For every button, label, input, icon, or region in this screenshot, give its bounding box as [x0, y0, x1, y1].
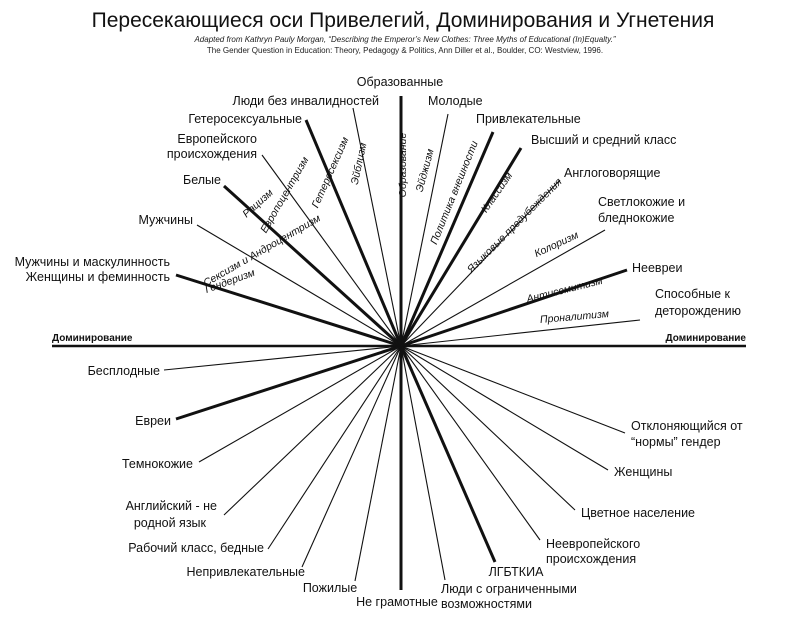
axis-6-oppressed-spoke — [400, 345, 446, 581]
axis-11-oppressed-label: родной язык — [134, 516, 207, 530]
axis-10-oppressed-label: Рабочий класс, бедные — [128, 541, 264, 555]
axis-8-oppressed-spoke — [354, 345, 402, 582]
axis-3-oppressed-label: Цветное население — [581, 506, 695, 520]
axis-13-axis-label: Антисемитизм — [524, 275, 603, 306]
axis-10-axis-label: Классизм — [479, 170, 515, 215]
axis-2-oppressed-label: Женщины — [614, 465, 672, 479]
axis-4-oppressed-spoke — [400, 345, 541, 541]
axis-6-oppressed-label: Люди с ограниченными — [441, 582, 577, 596]
axis-9-oppressed-label: Непривлекательные — [187, 565, 306, 579]
axis-13-oppressed-label: Евреи — [135, 414, 171, 428]
axis-8-privileged-spoke — [400, 113, 449, 347]
axis-12-privileged-label: Светлокожие и — [598, 195, 685, 209]
domination-label-left: Доминирование — [52, 333, 133, 344]
subtitle-citation-2: The Gender Question in Education: Theory… — [207, 46, 603, 55]
axis-1-oppressed-label: “нормы” гендер — [631, 435, 721, 449]
axis-14-privileged-spoke — [400, 319, 641, 347]
domination-label-right: Доминирование — [666, 333, 747, 344]
axis-9-privileged-label: Привлекательные — [476, 112, 581, 126]
axis-1-privileged-label: Мужчины и маскулинность — [15, 255, 170, 269]
axis-13-privileged-spoke — [400, 268, 628, 348]
axis-4-oppressed-label: Неевропейского — [546, 537, 640, 551]
axis-14-privileged-label: деторождению — [655, 304, 741, 318]
axis-14-oppressed-spoke — [163, 345, 402, 371]
axis-10-privileged-spoke — [399, 147, 523, 347]
axis-1-oppressed-spoke — [400, 345, 626, 434]
axis-3-privileged-label: Белые — [183, 173, 221, 187]
axis-4-privileged-label: Европейского — [177, 132, 257, 146]
axis-9-oppressed-spoke — [301, 345, 402, 568]
axis-9-privileged-spoke — [399, 131, 495, 347]
axis-11-oppressed-label: Английский - не — [126, 499, 217, 513]
axis-4-oppressed-label: происхождения — [546, 552, 636, 566]
axis-3-privileged-spoke — [222, 184, 403, 348]
axis-4-privileged-spoke — [261, 154, 402, 347]
axis-14-axis-label: Проналитизм — [540, 308, 610, 326]
spokes-group — [163, 96, 641, 590]
axis-6-axis-label: Эйблизм — [349, 142, 370, 186]
axis-13-privileged-label: Неевреи — [632, 261, 682, 275]
axis-2-privileged-label: Мужчины — [138, 213, 193, 227]
axis-2-privileged-spoke — [196, 224, 402, 347]
axis-11-oppressed-spoke — [223, 345, 402, 516]
axis-12-privileged-spoke — [400, 229, 606, 347]
axis-3-oppressed-spoke — [400, 345, 576, 511]
axis-11-privileged-spoke — [400, 179, 561, 347]
axis-8-oppressed-label: Пожилые — [303, 581, 357, 595]
axis-1-privileged-spoke — [175, 273, 402, 348]
axis-12-privileged-label: бледнокожие — [598, 211, 674, 225]
axis-12-oppressed-spoke — [198, 345, 402, 463]
axis-5-privileged-label: Гетеросексуальные — [188, 112, 302, 126]
axis-8-privileged-label: Молодые — [428, 94, 483, 108]
oppressed-labels-group: Отклоняющийся от “нормы” гендерЖенщиныЦве… — [88, 364, 743, 611]
axis-7-axis-label: Образование — [397, 133, 409, 198]
page-title: Пересекающиеся оси Привелегий, Доминиров… — [92, 9, 715, 32]
axis-5-privileged-spoke — [304, 119, 403, 347]
axis-4-privileged-label: происхождения — [167, 147, 257, 161]
subtitle-citation-1: Adapted from Kathryn Pauly Morgan, “Desc… — [193, 35, 615, 44]
axis-2-oppressed-spoke — [400, 345, 609, 471]
axis-12-oppressed-label: Темнокожие — [122, 457, 193, 471]
axis-5-oppressed-spoke — [399, 345, 497, 563]
axis-1-privileged-label: Женщины и феминность — [26, 270, 170, 284]
axis-6-oppressed-label: возможностями — [441, 597, 532, 611]
axis-10-oppressed-spoke — [267, 345, 402, 550]
axis-14-oppressed-label: Бесплодные — [88, 364, 160, 378]
axis-6-privileged-spoke — [352, 107, 402, 347]
axis-10-privileged-label: Высший и средний класс — [531, 133, 676, 147]
axis-12-axis-label: Колоризм — [533, 229, 581, 260]
axis-1-oppressed-label: Отклоняющийся от — [631, 419, 743, 433]
axis-11-privileged-label: Англоговорящие — [564, 166, 660, 180]
axis-7-oppressed-label: Не грамотные — [356, 595, 438, 609]
axis-13-oppressed-spoke — [175, 344, 402, 421]
axis-14-privileged-label: Способные к — [655, 287, 731, 301]
axis-5-oppressed-label: ЛГБТКИА — [489, 565, 545, 579]
axis-6-privileged-label: Люди без инвалидностей — [233, 94, 380, 108]
axis-7-privileged-label: Образованные — [357, 75, 443, 89]
